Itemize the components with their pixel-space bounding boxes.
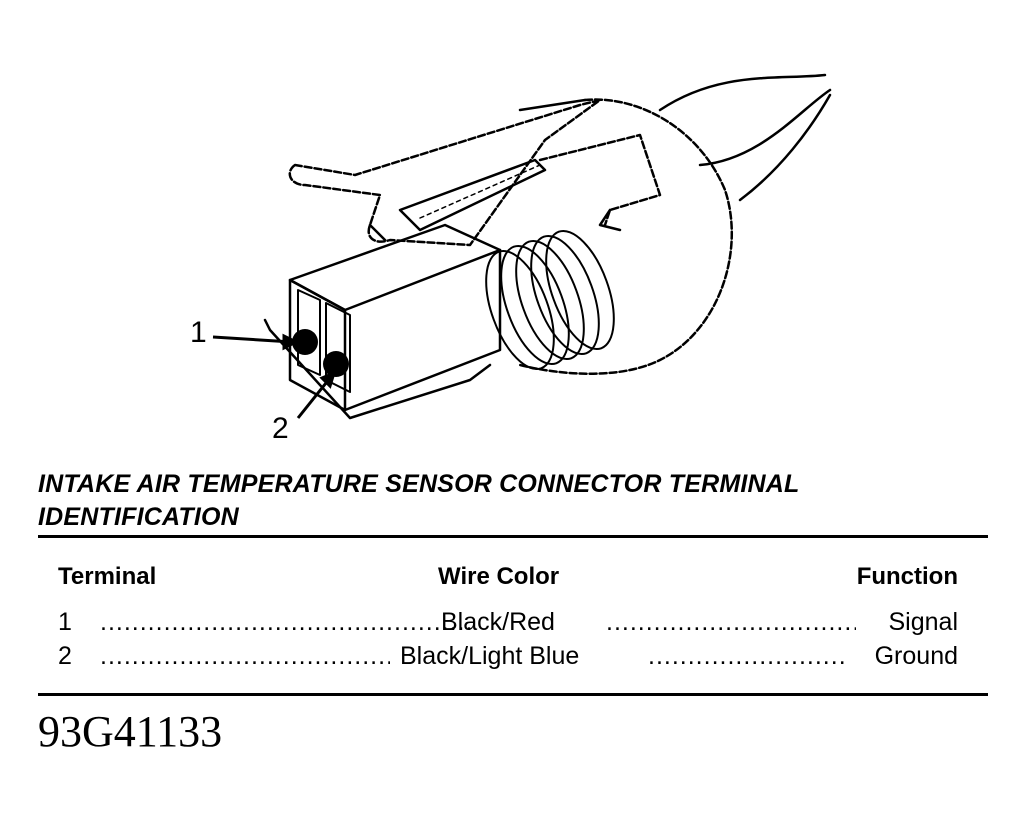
divider-bottom [38,693,988,696]
divider-top [38,535,988,538]
function: Signal [888,608,959,636]
leader-line-2 [296,377,332,419]
header-wire-color: Wire Color [438,563,560,590]
callout-label-1: 1 [190,316,207,349]
header-terminal: Terminal [58,563,157,590]
wire-color: Black/Red [441,608,555,636]
wire-upper [658,73,827,112]
connector-diagram [212,73,832,420]
latch-window [398,158,547,232]
dot-leader: ........................................… [100,608,476,636]
wire-color: Black/Light Blue [400,642,580,670]
wire-lower [698,88,832,167]
dot-leader: ........................................… [648,642,844,670]
locking-tab [288,98,602,247]
terminal-pin-2 [323,351,349,377]
figure-id: 93G41133 [38,707,223,756]
dot-leader: ........................................… [606,608,856,636]
function: Ground [874,642,958,670]
seal-rings [485,229,615,371]
connector-body [518,98,733,375]
dot-leader: ........................................… [100,642,390,670]
callout-label-2: 2 [272,412,289,445]
terminal-pin-1 [292,329,318,355]
header-function: Function [856,563,958,590]
figure-title: INTAKE AIR TEMPERATURE SENSOR CONNECTOR … [38,470,800,531]
table-row: 2 ......................................… [58,641,958,671]
terminal-number: 2 [58,642,72,670]
terminal-number: 1 [58,608,72,636]
table-row: 1 ......................................… [58,607,958,637]
leader-line-1 [212,335,293,344]
